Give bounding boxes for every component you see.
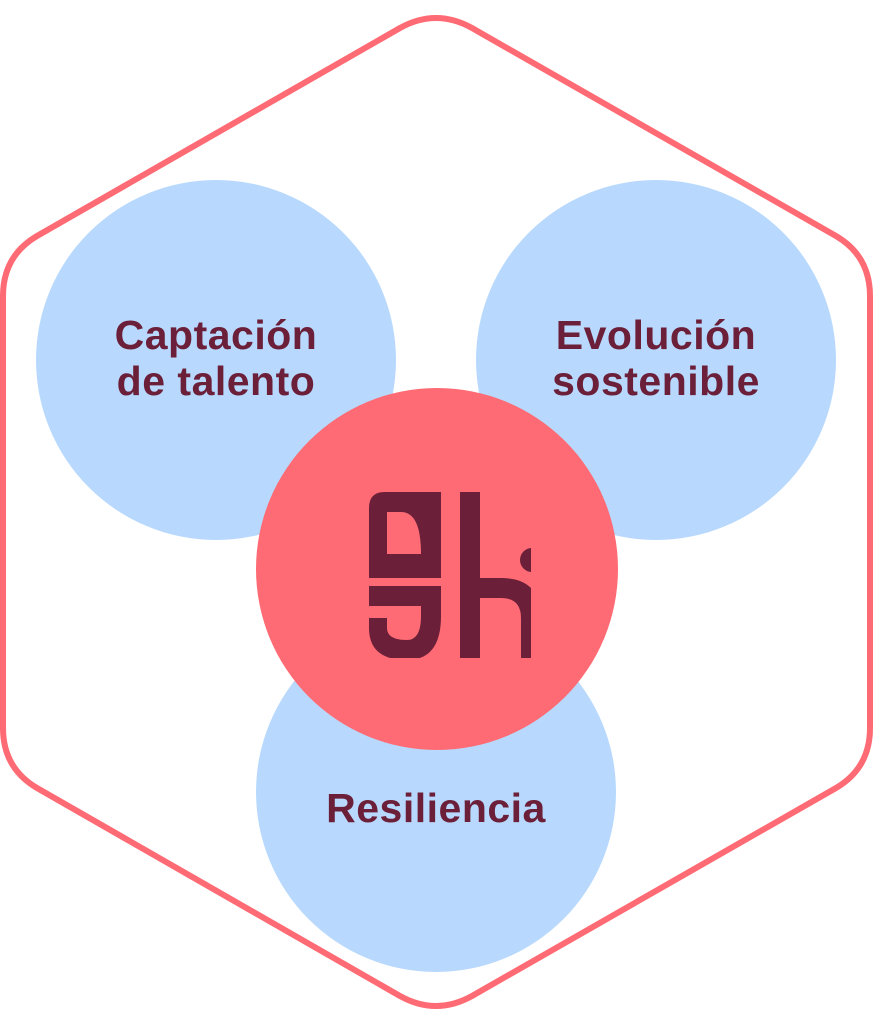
node-label: Evolución sostenible xyxy=(552,312,760,404)
node-label: Captación de talento xyxy=(114,312,318,404)
node-label: Resiliencia xyxy=(326,785,546,831)
gh-logo-icon xyxy=(369,492,531,658)
node-evolucion-sostenible: Evolución sostenible xyxy=(476,180,836,540)
center-logo-circle xyxy=(256,388,618,750)
